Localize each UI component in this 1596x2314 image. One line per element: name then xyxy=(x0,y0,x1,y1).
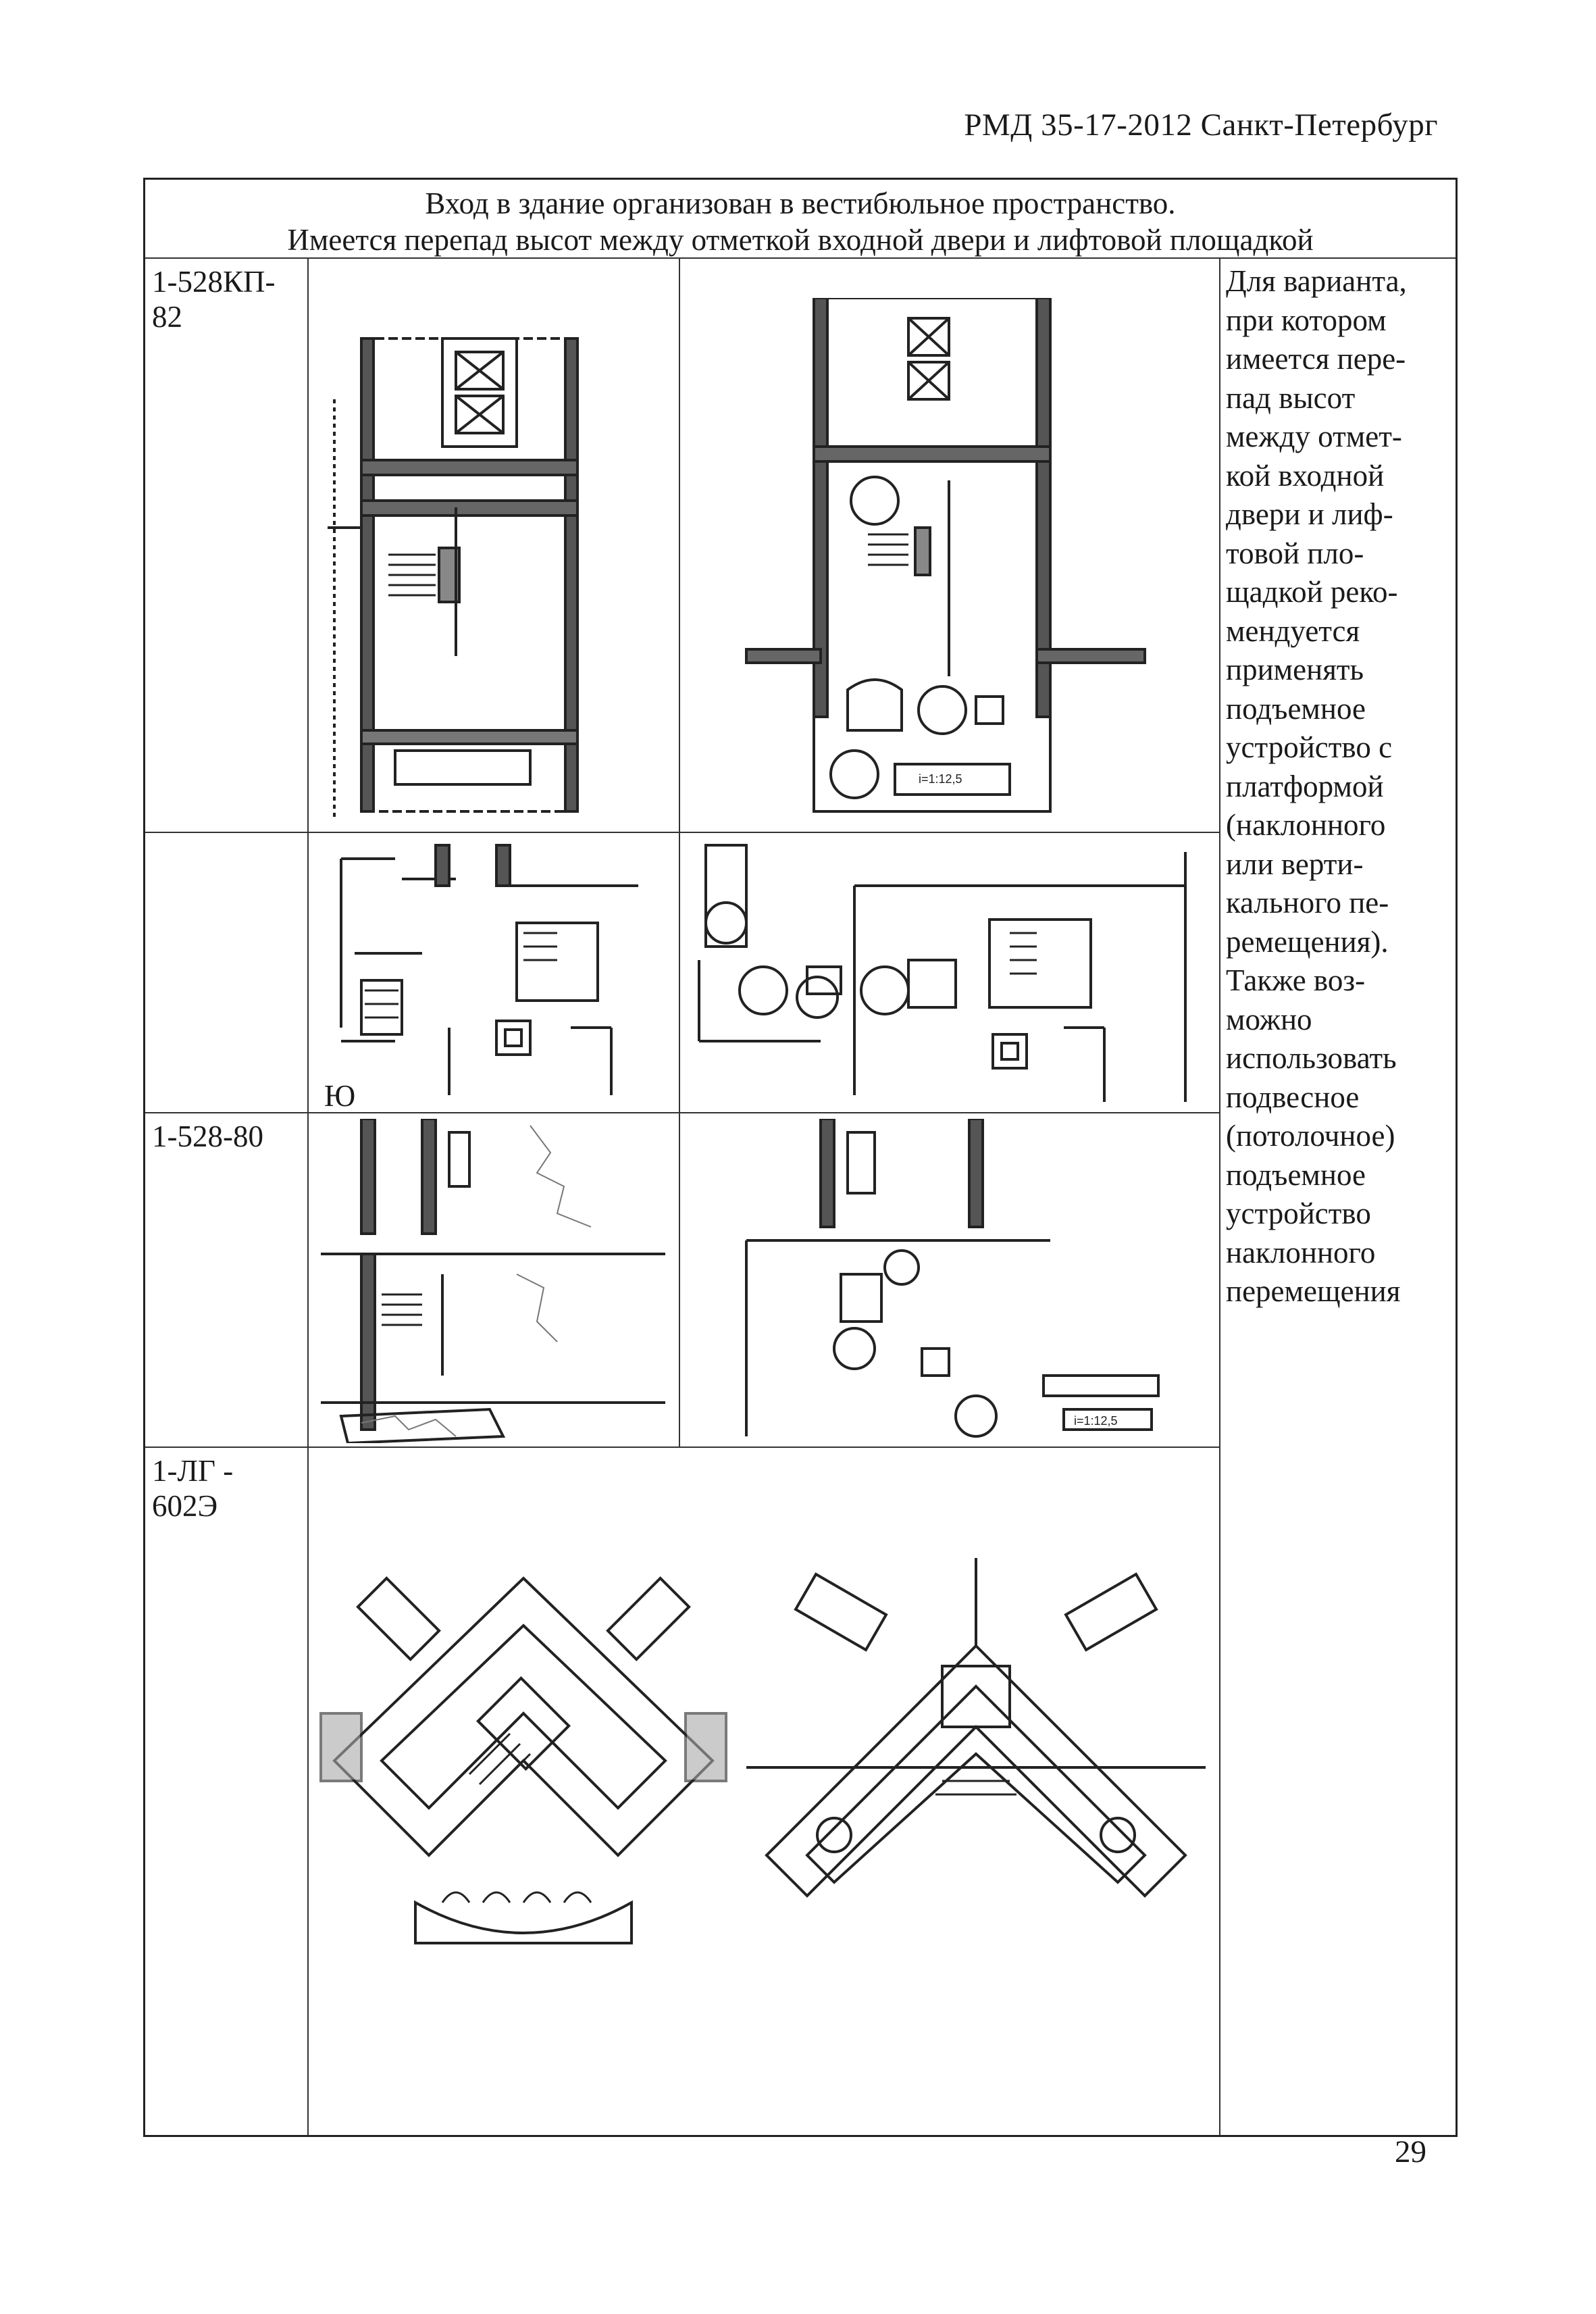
note-line: кального пе- xyxy=(1226,886,1389,920)
col-divider-2 xyxy=(1219,257,1220,2136)
table-title: Вход в здание организован в вестибюльное… xyxy=(145,180,1456,257)
note-line: перемещения xyxy=(1226,1274,1401,1308)
slope-label-2: i=1:12,5 xyxy=(1074,1414,1118,1428)
floor-plan-528-80-proposed: i=1:12,5 xyxy=(686,1119,1212,1443)
note-line: Также воз- xyxy=(1226,963,1366,997)
floor-plan-528kp82-existing xyxy=(321,298,665,825)
series-1-line-2: 82 xyxy=(152,300,182,334)
series-label-1: 1-528КП- 82 xyxy=(152,264,275,334)
note-line: (наклонного xyxy=(1226,808,1386,842)
series-label-yu: Ю xyxy=(324,1079,356,1113)
note-line: применять xyxy=(1226,653,1364,686)
note-line: подвесное xyxy=(1226,1080,1360,1114)
note-line: кой входной xyxy=(1226,458,1385,493)
series-3-line-1: 1-ЛГ - xyxy=(152,1454,234,1488)
note-line: Для варианта, xyxy=(1226,264,1407,298)
note-line: подъемное xyxy=(1226,691,1366,726)
table-title-line-2: Имеется перепад высот между отметкой вхо… xyxy=(287,223,1314,257)
floor-plan-528-80-existing xyxy=(314,1119,672,1443)
row-divider-3 xyxy=(145,1447,1219,1448)
series-1-line-1: 1-528КП- xyxy=(152,265,276,299)
note-line: или верти- xyxy=(1226,847,1364,881)
note-line: двери и лиф- xyxy=(1226,497,1393,531)
note-line: ремещения). xyxy=(1226,924,1389,959)
floor-plan-528kp82-second-existing xyxy=(314,838,672,1109)
note-line: подъемное xyxy=(1226,1157,1366,1192)
series-label-3: 1-ЛГ - 602Э xyxy=(152,1453,233,1524)
floor-plan-528kp82-second-proposed xyxy=(686,838,1212,1109)
note-line: при котором xyxy=(1226,303,1387,337)
note-line: мендуется xyxy=(1226,613,1360,648)
note-line: щадкой реко- xyxy=(1226,575,1398,609)
note-line: имеется пере- xyxy=(1226,342,1406,376)
note-line: устройство xyxy=(1226,1197,1371,1230)
slope-label-1: i=1:12,5 xyxy=(919,772,962,786)
page-number: 29 xyxy=(1395,2134,1426,2169)
title-divider xyxy=(145,257,1456,259)
floor-plan-528kp82-proposed: i=1:12,5 xyxy=(686,298,1212,825)
note-line: товой пло- xyxy=(1226,536,1364,570)
page-header: РМД 35-17-2012 Санкт-Петербург xyxy=(964,107,1438,143)
col-divider-3 xyxy=(679,257,680,1447)
col-divider-1 xyxy=(307,257,309,2136)
note-line: платформой xyxy=(1226,769,1384,803)
row-divider-1 xyxy=(145,832,1219,833)
note-line: между отмет- xyxy=(1226,420,1402,453)
note-line: устройство с xyxy=(1226,730,1393,764)
note-line: можно xyxy=(1226,1002,1312,1036)
series-2-line-1: 1-528-80 xyxy=(152,1120,263,1153)
series-label-2: 1-528-80 xyxy=(152,1119,263,1154)
series-3-line-2: 602Э xyxy=(152,1489,218,1523)
note-line: использовать xyxy=(1226,1041,1397,1075)
note-line: пад высот xyxy=(1226,380,1356,415)
plans-table: Вход в здание организован в вестибюльное… xyxy=(143,178,1458,2137)
note-line: наклонного xyxy=(1226,1235,1376,1269)
floor-plan-lg602e-existing xyxy=(314,1551,733,1997)
recommendation-note: Для варианта, при котором имеется пере-пад… xyxy=(1226,262,1456,1311)
note-line: (потолочное) xyxy=(1226,1119,1395,1153)
floor-plan-lg602e-proposed xyxy=(740,1551,1212,1997)
table-title-line-1: Вход в здание организован в вестибюльное… xyxy=(425,186,1176,220)
row-divider-2 xyxy=(145,1112,1219,1113)
